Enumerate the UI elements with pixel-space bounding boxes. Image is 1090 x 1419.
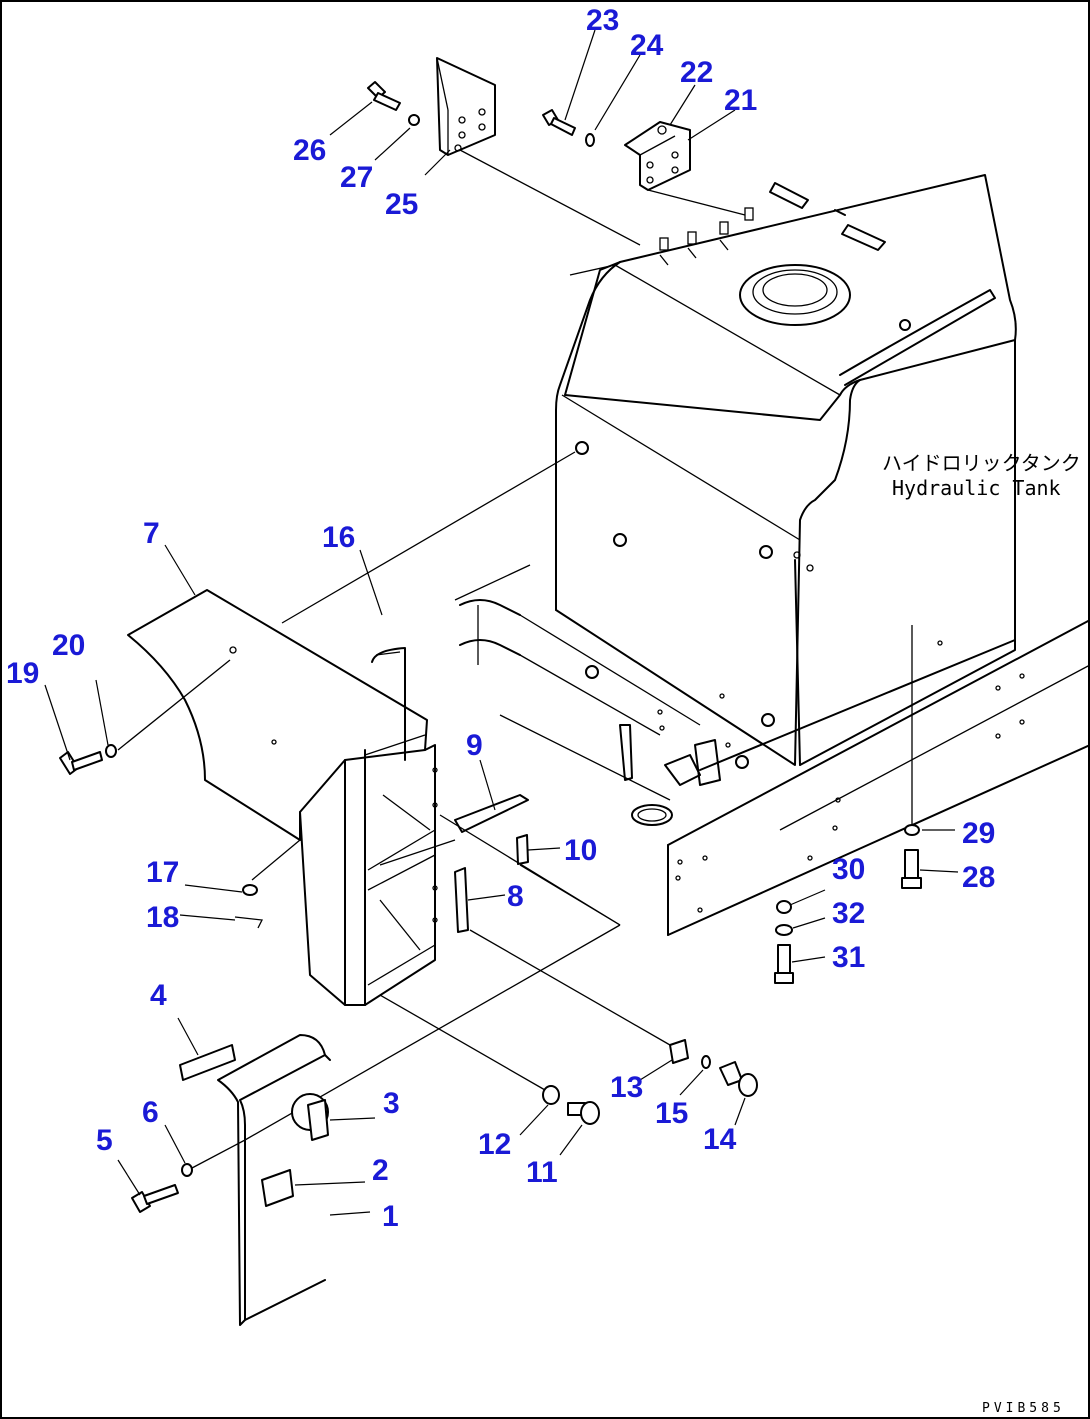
label-part-19: 19	[6, 657, 39, 690]
bracket-25	[436, 57, 496, 156]
pad-10	[516, 834, 529, 865]
bracket-21	[624, 121, 691, 191]
label-part-17: 17	[146, 856, 179, 889]
label-part-15: 15	[655, 1097, 688, 1130]
bolt-26	[367, 81, 401, 111]
label-part-12: 12	[478, 1128, 511, 1161]
label-part-5: 5	[96, 1124, 113, 1157]
label-part-28: 28	[962, 861, 995, 894]
label-part-20: 20	[52, 629, 85, 662]
cover-1	[179, 924, 621, 1326]
label-part-11: 11	[526, 1156, 558, 1189]
label-part-31: 31	[832, 941, 865, 974]
washer-15	[701, 1055, 711, 1069]
washer-20	[105, 744, 117, 758]
plate-13	[669, 1039, 689, 1064]
washer-24	[585, 133, 595, 147]
washer-29	[904, 824, 920, 836]
pin-18	[234, 916, 263, 929]
tank-label-english: Hydraulic Tank	[892, 476, 1061, 500]
handle-2	[261, 1169, 294, 1207]
grommet-17	[242, 884, 258, 896]
pad-9	[454, 794, 529, 833]
label-part-21: 21	[724, 84, 757, 117]
label-part-9: 9	[466, 729, 483, 762]
label-part-18: 18	[146, 901, 179, 934]
bolt-19	[59, 751, 103, 775]
label-part-4: 4	[150, 979, 167, 1012]
label-part-29: 29	[962, 817, 995, 850]
leader-lines	[44, 29, 959, 1216]
label-part-7: 7	[143, 517, 160, 550]
hydraulic-tank	[555, 174, 1017, 769]
label-part-8: 8	[507, 880, 524, 913]
tank-label-japanese: ハイドロリックタンク	[882, 451, 1081, 475]
label-part-24: 24	[630, 29, 664, 62]
label-part-6: 6	[142, 1096, 159, 1129]
nut-22	[657, 125, 667, 135]
pad-8	[454, 867, 469, 933]
label-part-25: 25	[385, 188, 418, 221]
filler-cap	[739, 264, 851, 326]
bolt-11	[567, 1101, 600, 1125]
washer-27	[408, 114, 420, 126]
clip-16	[371, 647, 406, 761]
pad-4	[179, 1044, 236, 1081]
label-part-14: 14	[703, 1123, 737, 1156]
label-part-10: 10	[564, 834, 597, 867]
label-part-30: 30	[832, 853, 865, 886]
washer-30	[776, 900, 792, 914]
bolt-14	[719, 1061, 758, 1097]
label-part-16: 16	[322, 521, 355, 554]
cover-7	[127, 589, 438, 1006]
label-part-1: 1	[382, 1200, 399, 1233]
machine-frame	[454, 564, 1090, 936]
washer-32	[775, 924, 793, 936]
label-part-26: 26	[293, 134, 326, 167]
bolt-5	[131, 1184, 179, 1213]
label-part-32: 32	[832, 897, 865, 930]
label-part-22: 22	[680, 56, 713, 89]
label-part-3: 3	[383, 1087, 400, 1120]
label-part-27: 27	[340, 161, 373, 194]
washer-6	[181, 1163, 193, 1177]
bolt-23	[542, 109, 576, 136]
label-part-2: 2	[372, 1154, 389, 1187]
label-part-23: 23	[586, 4, 619, 37]
label-part-13: 13	[610, 1071, 643, 1104]
bolt-31	[774, 944, 794, 984]
bolt-28	[901, 849, 922, 889]
washer-12	[542, 1085, 560, 1105]
drawing-code: PVIB585	[982, 1401, 1065, 1416]
